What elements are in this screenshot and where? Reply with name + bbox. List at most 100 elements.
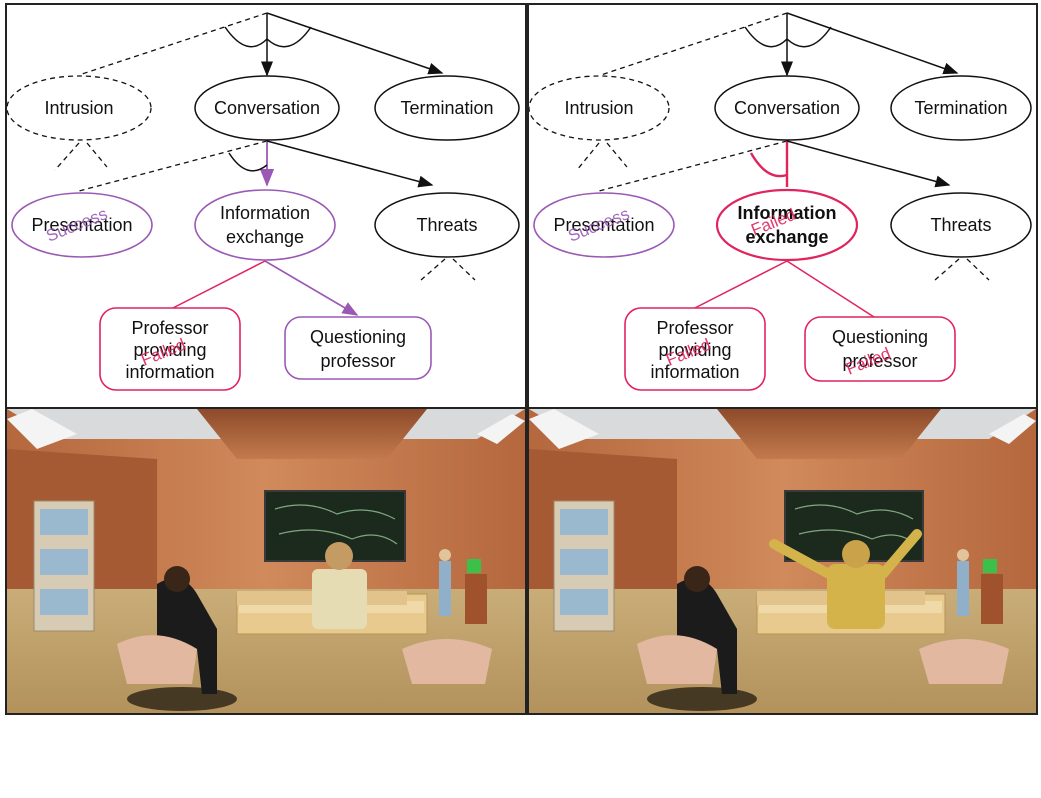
- green-object: [467, 559, 481, 573]
- node-presentation-label: Presentation: [553, 215, 654, 235]
- node-intrusion-label: Intrusion: [44, 98, 113, 118]
- side-table: [465, 574, 487, 624]
- office-scene-left-render: [7, 409, 525, 713]
- node-questioning-label-line1: Questioning: [310, 327, 406, 347]
- node-conversation-label: Conversation: [214, 98, 320, 118]
- node-intrusion: Intrusion: [6, 75, 152, 141]
- seated-agent: [157, 578, 217, 694]
- office-scene-right: [527, 407, 1038, 715]
- seated-agent: [677, 578, 737, 694]
- ceiling-panel: [197, 409, 427, 459]
- professor-head: [325, 542, 353, 570]
- ceiling-light-right: [989, 414, 1036, 444]
- edge-conversation-presentation: [78, 140, 268, 192]
- office-scene-right-render: [529, 409, 1036, 713]
- node-professor-providing-information: Professor providing information Failed: [624, 307, 766, 391]
- edge-root-intrusion: [78, 12, 268, 76]
- bookshelf-books-3: [560, 589, 608, 615]
- node-conversation: Conversation: [194, 75, 340, 141]
- edge-root-intrusion: [600, 12, 788, 76]
- stub-intrusion-left: [54, 142, 80, 171]
- map-continents: [274, 504, 398, 545]
- node-questioning-label-line2: professor: [842, 351, 917, 371]
- standing-person: [439, 561, 451, 616]
- node-termination: Termination: [890, 75, 1032, 141]
- node-exchange-label-line1: Information: [220, 203, 310, 223]
- node-information-exchange: Information exchange Failed: [715, 188, 859, 262]
- chair-left: [117, 635, 197, 684]
- stub-intrusion-right: [606, 142, 628, 168]
- chair-right: [919, 639, 1009, 684]
- bookshelf-books-1: [560, 509, 608, 535]
- sequence-arc-conversation: [228, 152, 268, 172]
- edge-root-termination: [266, 12, 444, 75]
- node-exchange-label-line1: Information: [738, 203, 837, 223]
- bookshelf-books-2: [560, 549, 608, 575]
- seated-agent-head: [684, 566, 710, 592]
- node-professor-label-line2: providing: [658, 340, 731, 360]
- professor-avatar-gesturing: [827, 564, 885, 629]
- node-presentation: Presentation Success: [11, 192, 153, 258]
- edge-exchange-questioning: [786, 260, 875, 318]
- node-threats: Threats: [890, 192, 1032, 258]
- node-termination: Termination: [374, 75, 520, 141]
- professor-raised-arms: [769, 529, 922, 579]
- office-scene-left: [5, 407, 527, 715]
- node-intrusion: Intrusion: [528, 75, 670, 141]
- behavior-tree-left-panel: Intrusion Conversation Termination Prese…: [5, 3, 527, 409]
- ceiling-light-left: [529, 409, 599, 449]
- sequence-arc-root: [224, 26, 312, 48]
- stub-intrusion-right: [86, 142, 108, 168]
- professor-head: [842, 540, 870, 568]
- edge-conversation-presentation: [598, 140, 788, 192]
- stub-threats-right: [452, 258, 476, 281]
- node-professor-label-line1: Professor: [656, 318, 733, 338]
- node-questioning-professor: Questioning professor Failed: [804, 316, 956, 382]
- professor-avatar: [312, 569, 367, 629]
- edge-conversation-threats: [266, 140, 434, 188]
- standing-person-head: [957, 549, 969, 561]
- node-conversation-label: Conversation: [734, 98, 840, 118]
- chair-left: [637, 635, 717, 684]
- behavior-tree-left: Intrusion Conversation Termination Prese…: [6, 12, 520, 391]
- ceiling-light-left: [7, 409, 77, 449]
- node-exchange-label-line2: exchange: [745, 227, 828, 247]
- node-threats: Threats: [374, 192, 520, 258]
- node-presentation: Presentation Success: [533, 192, 675, 258]
- bookshelf-books-2: [40, 549, 88, 575]
- node-questioning-label-line2: professor: [320, 351, 395, 371]
- node-questioning-label-line1: Questioning: [832, 327, 928, 347]
- behavior-tree-right: Intrusion Conversation Termination Prese…: [528, 12, 1032, 391]
- node-termination-label: Termination: [914, 98, 1007, 118]
- node-threats-label: Threats: [416, 215, 477, 235]
- node-professor-label-line1: Professor: [131, 318, 208, 338]
- stub-threats-left: [420, 258, 446, 281]
- node-professor-label-line3: information: [125, 362, 214, 382]
- bookshelf-books-3: [40, 589, 88, 615]
- node-information-exchange: Information exchange: [194, 189, 336, 261]
- node-professor-label-line2: providing: [133, 340, 206, 360]
- standing-person-head: [439, 549, 451, 561]
- node-conversation: Conversation: [714, 75, 860, 141]
- edge-exchange-professor: [166, 260, 266, 312]
- edge-conversation-threats: [786, 140, 951, 188]
- floor-shadow: [647, 687, 757, 711]
- bookshelf-books-1: [40, 509, 88, 535]
- edge-exchange-questioning: [264, 260, 359, 316]
- stub-threats-left: [934, 258, 960, 281]
- node-threats-label: Threats: [930, 215, 991, 235]
- node-intrusion-label: Intrusion: [564, 98, 633, 118]
- sequence-arc-conversation: [749, 152, 788, 178]
- behavior-tree-right-panel: Intrusion Conversation Termination Prese…: [527, 3, 1038, 409]
- side-table: [981, 574, 1003, 624]
- node-professor-label-line3: information: [650, 362, 739, 382]
- floor-shadow: [127, 687, 237, 711]
- ceiling-panel: [717, 409, 941, 459]
- node-termination-label: Termination: [400, 98, 493, 118]
- stub-intrusion-left: [576, 142, 600, 171]
- edge-exchange-professor: [688, 260, 788, 312]
- node-questioning-professor: Questioning professor: [284, 316, 432, 380]
- ceiling-light-right: [477, 414, 525, 444]
- node-presentation-label: Presentation: [31, 215, 132, 235]
- standing-person: [957, 561, 969, 616]
